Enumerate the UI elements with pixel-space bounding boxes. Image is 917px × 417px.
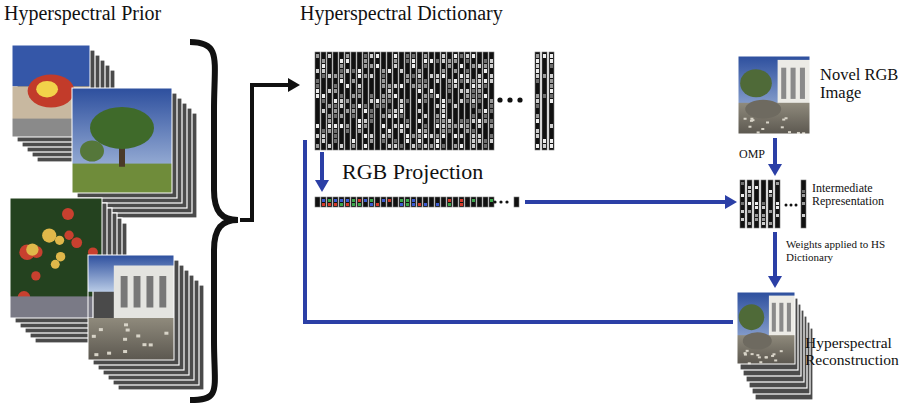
connector-arrow <box>768 232 782 288</box>
connector-arrow <box>305 140 733 322</box>
figure-group: Hyperspectral Dictionary <box>300 0 562 152</box>
dictionary-columns <box>315 197 494 207</box>
dictionary-columns <box>740 180 780 228</box>
connector-arrow <box>240 78 300 220</box>
figure-group: Hyperspectral Reconstruction <box>733 288 917 413</box>
figure-label: Hyperspectral Prior <box>4 2 161 24</box>
connector-line <box>773 232 777 277</box>
connector-arrow <box>315 152 329 192</box>
ellipsis-dots <box>493 200 508 203</box>
figure-label: RGB Projection <box>342 160 483 185</box>
arrowhead <box>768 164 782 176</box>
figure-label: Intermediate Representation <box>812 182 907 209</box>
arrowhead <box>768 276 782 288</box>
dictionary-columns <box>801 180 806 228</box>
brace <box>190 42 238 400</box>
connector-line <box>525 200 726 204</box>
connector-line <box>773 138 777 165</box>
figure-group: Novel RGB Image <box>735 50 917 138</box>
image-stack <box>737 292 813 400</box>
dictionary-columns <box>514 197 519 207</box>
dictionary-columns <box>315 52 494 150</box>
ellipsis-dots <box>497 97 522 102</box>
figure-group: RGB Projection <box>312 192 525 212</box>
connector-line <box>320 152 324 181</box>
dictionary-columns <box>535 52 554 150</box>
image-stack <box>88 255 204 390</box>
connector-arrow <box>768 138 782 176</box>
connector-arrow <box>525 195 737 209</box>
figure-label: Novel RGB Image <box>820 66 915 103</box>
connector-line <box>305 140 733 322</box>
ellipsis-dots <box>785 204 798 207</box>
figure-label: Hyperspectral Dictionary <box>300 2 503 24</box>
figure-group: Intermediate Representation <box>737 176 917 232</box>
figure-group: Hyperspectral Prior <box>0 0 240 405</box>
arrowhead <box>725 195 737 209</box>
edge-label: Weights applied to HS Dictionary <box>785 238 912 263</box>
image-stack <box>738 56 810 134</box>
edge-label: OMP <box>738 148 766 162</box>
arrowhead <box>315 180 329 192</box>
connector-line <box>240 85 289 220</box>
figure-label: Hyperspectral Reconstruction <box>805 334 915 369</box>
arrowhead <box>288 78 300 92</box>
